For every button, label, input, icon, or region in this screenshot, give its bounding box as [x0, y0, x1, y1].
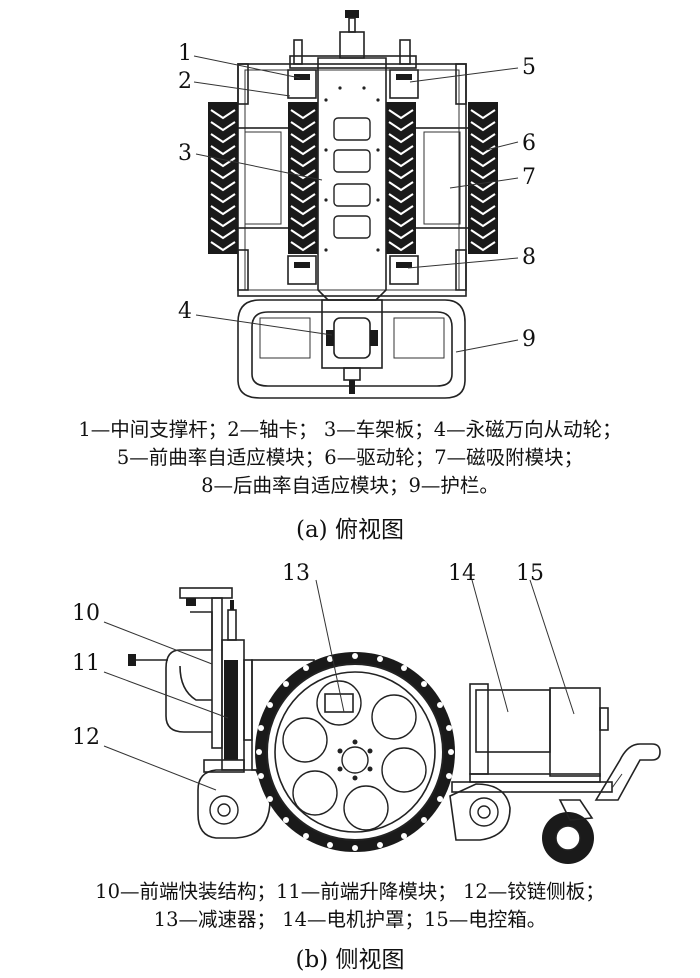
- top-view-legend: 1—中间支撑杆；2—轴卡； 3—车架板；4—永磁万向从动轮； 5—前曲率自适应模…: [0, 416, 700, 500]
- frame-plate: [317, 57, 387, 301]
- drive-wheel-right-outer: [468, 102, 498, 254]
- hinge-side-plate: [197, 759, 511, 841]
- motor-cover: [469, 683, 551, 775]
- side-view-drawing: 10 11 12 13 14 15: [72, 561, 661, 864]
- side-view-callouts: 10 11 12 13 14 15: [72, 561, 544, 750]
- top-view-drawing: 1 2 3 4 5 6 7 8 9: [178, 10, 536, 399]
- legend-line: 8—后曲率自适应模块；9—护栏。: [201, 474, 499, 497]
- top-view-callouts: 1 2 3 4 5 6 7 8 9: [178, 41, 536, 352]
- drive-wheel-left-outer: [208, 102, 238, 254]
- drive-wheel-right-inner: [386, 102, 416, 254]
- top-view-caption: (a) 俯视图: [296, 517, 404, 543]
- callout-13: 13: [282, 561, 310, 586]
- side-view-caption: (b) 侧视图: [295, 947, 405, 973]
- callout-14: 14: [448, 561, 476, 586]
- callout-7: 7: [522, 165, 536, 190]
- control-box: [469, 687, 609, 783]
- callout-6: 6: [522, 131, 536, 156]
- callout-12: 12: [72, 725, 100, 750]
- legend-line: 1—中间支撑杆；2—轴卡； 3—车架板；4—永磁万向从动轮；: [78, 418, 622, 441]
- drive-wheel-side: [255, 652, 455, 852]
- callout-2: 2: [178, 69, 192, 94]
- callout-11: 11: [72, 651, 100, 676]
- front-lifting-module: [221, 600, 253, 771]
- universal-wheel: [321, 299, 383, 394]
- callout-3: 3: [178, 141, 192, 166]
- callout-15: 15: [516, 561, 544, 586]
- callout-9: 9: [522, 327, 536, 352]
- legend-line: 10—前端快装结构；11—前端升降模块； 12—铰链侧板；: [95, 880, 605, 903]
- callout-1: 1: [178, 41, 192, 66]
- side-view-legend: 10—前端快装结构；11—前端升降模块； 12—铰链侧板； 13—减速器； 14…: [0, 878, 700, 934]
- legend-line: 13—减速器； 14—电机护罩；15—电控箱。: [153, 908, 547, 931]
- callout-4: 4: [178, 299, 192, 324]
- callout-10: 10: [72, 601, 100, 626]
- front-quick-mount: [128, 587, 233, 749]
- callout-8: 8: [522, 245, 536, 270]
- callout-5: 5: [522, 55, 536, 80]
- legend-line: 5—前曲率自适应模块；6—驱动轮；7—磁吸附模块；: [116, 446, 584, 469]
